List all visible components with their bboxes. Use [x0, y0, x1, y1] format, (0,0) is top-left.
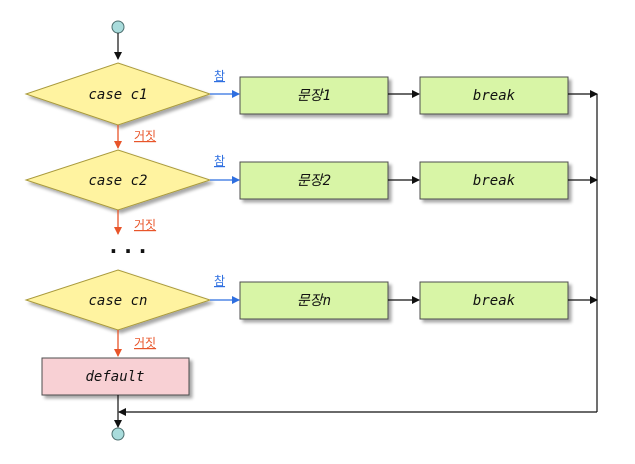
ellipsis: · · · [110, 239, 147, 263]
case-1-false-label: 거짓 [134, 129, 156, 143]
case-n-break: break [473, 293, 516, 309]
case-row-n: case cn 참 문장n break 거짓 [24, 269, 598, 357]
case-1-break-box [419, 76, 569, 115]
case-1-true-label: 참 [214, 69, 225, 83]
case-1-break: break [473, 88, 516, 104]
case-n-condition: case cn [88, 293, 147, 309]
case-1-condition: case c1 [88, 87, 147, 103]
case-n-false-label: 거짓 [134, 336, 156, 350]
case-2-statement: 문장2 [297, 173, 331, 189]
case-1-statement: 문장1 [297, 88, 331, 104]
default-box [41, 357, 190, 396]
case-2-condition: case c2 [88, 173, 147, 189]
case-2-break: break [473, 173, 516, 189]
case-n-break-box [419, 281, 569, 320]
default-label: default [85, 369, 144, 385]
case-n-true-label: 참 [214, 274, 225, 288]
case-row-1: case c1 참 문장1 break 거짓 [24, 62, 598, 149]
case-2-statement-box [239, 161, 389, 200]
case-2-true-label: 참 [214, 154, 225, 168]
end-terminal [111, 427, 125, 441]
case-2-false-label: 거짓 [134, 218, 156, 232]
case-n-statement: 문장n [297, 293, 331, 309]
start-terminal [111, 20, 125, 34]
case-row-2: case c2 참 문장2 break 거짓 [24, 149, 598, 235]
case-1-statement-box [239, 76, 389, 115]
